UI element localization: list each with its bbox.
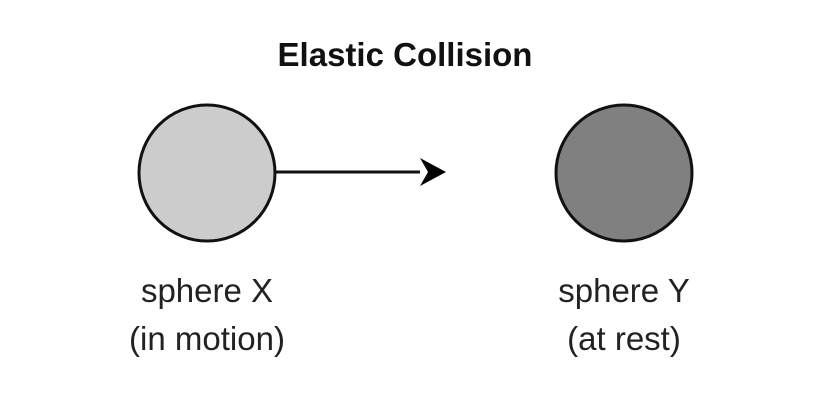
diagram-title: Elastic Collision bbox=[278, 36, 533, 73]
sphere-y-label: sphere Y bbox=[558, 272, 689, 309]
sphere-x bbox=[137, 103, 277, 243]
sphere-x-state: (in motion) bbox=[129, 320, 285, 357]
arrow-right-icon bbox=[420, 158, 446, 186]
sphere-y-state: (at rest) bbox=[567, 320, 681, 357]
sphere-y bbox=[554, 103, 694, 243]
sphere-x-label: sphere X bbox=[141, 272, 273, 309]
